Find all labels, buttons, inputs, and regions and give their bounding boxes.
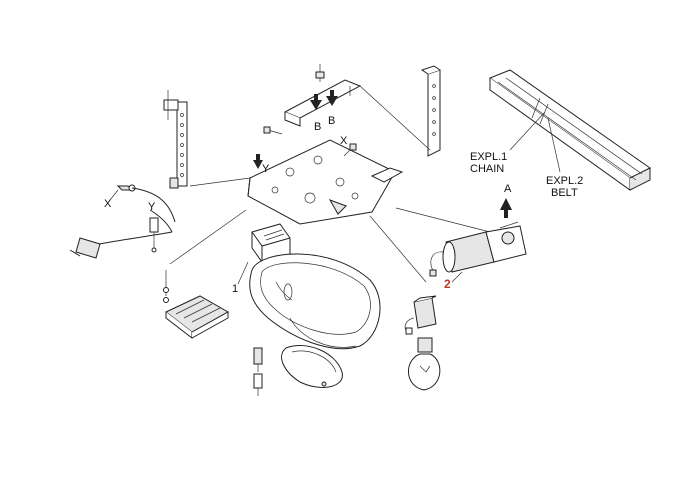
arrow-b-label-2: B bbox=[328, 115, 335, 127]
control-board bbox=[163, 270, 230, 340]
transformer bbox=[251, 223, 291, 263]
top-rail-bracket bbox=[283, 64, 362, 127]
bottom-screws bbox=[253, 347, 263, 396]
part-2-callout: 2 bbox=[444, 277, 451, 291]
lamp-socket bbox=[404, 295, 437, 335]
expl2-label-line1: EXPL.2 bbox=[546, 175, 583, 187]
left-mounting-bracket bbox=[163, 90, 188, 189]
part-1-callout: 1 bbox=[232, 283, 238, 295]
arrow-a-label: A bbox=[504, 183, 512, 195]
motor-assembly bbox=[429, 198, 527, 277]
housing-cover bbox=[249, 253, 381, 350]
mark-y-left: Y bbox=[148, 201, 156, 213]
expl2-label-line2: BELT bbox=[551, 187, 578, 199]
expl1-label-line2: CHAIN bbox=[470, 163, 504, 175]
expl1-label-line1: EXPL.1 bbox=[470, 151, 507, 163]
mark-x-left: X bbox=[104, 198, 112, 210]
left-cable-assembly bbox=[69, 184, 176, 259]
mark-y-top: Y bbox=[262, 163, 270, 175]
right-mounting-bracket bbox=[370, 65, 441, 183]
light-bulb bbox=[408, 337, 441, 391]
motor-mounting-plate bbox=[247, 139, 396, 225]
rail-section bbox=[488, 69, 651, 191]
top-screws bbox=[253, 126, 357, 169]
light-lens bbox=[281, 344, 343, 388]
assembly-guide-lines bbox=[169, 85, 491, 283]
arrow-b-label-1: B bbox=[314, 121, 321, 133]
mark-x-top: X bbox=[340, 135, 348, 147]
